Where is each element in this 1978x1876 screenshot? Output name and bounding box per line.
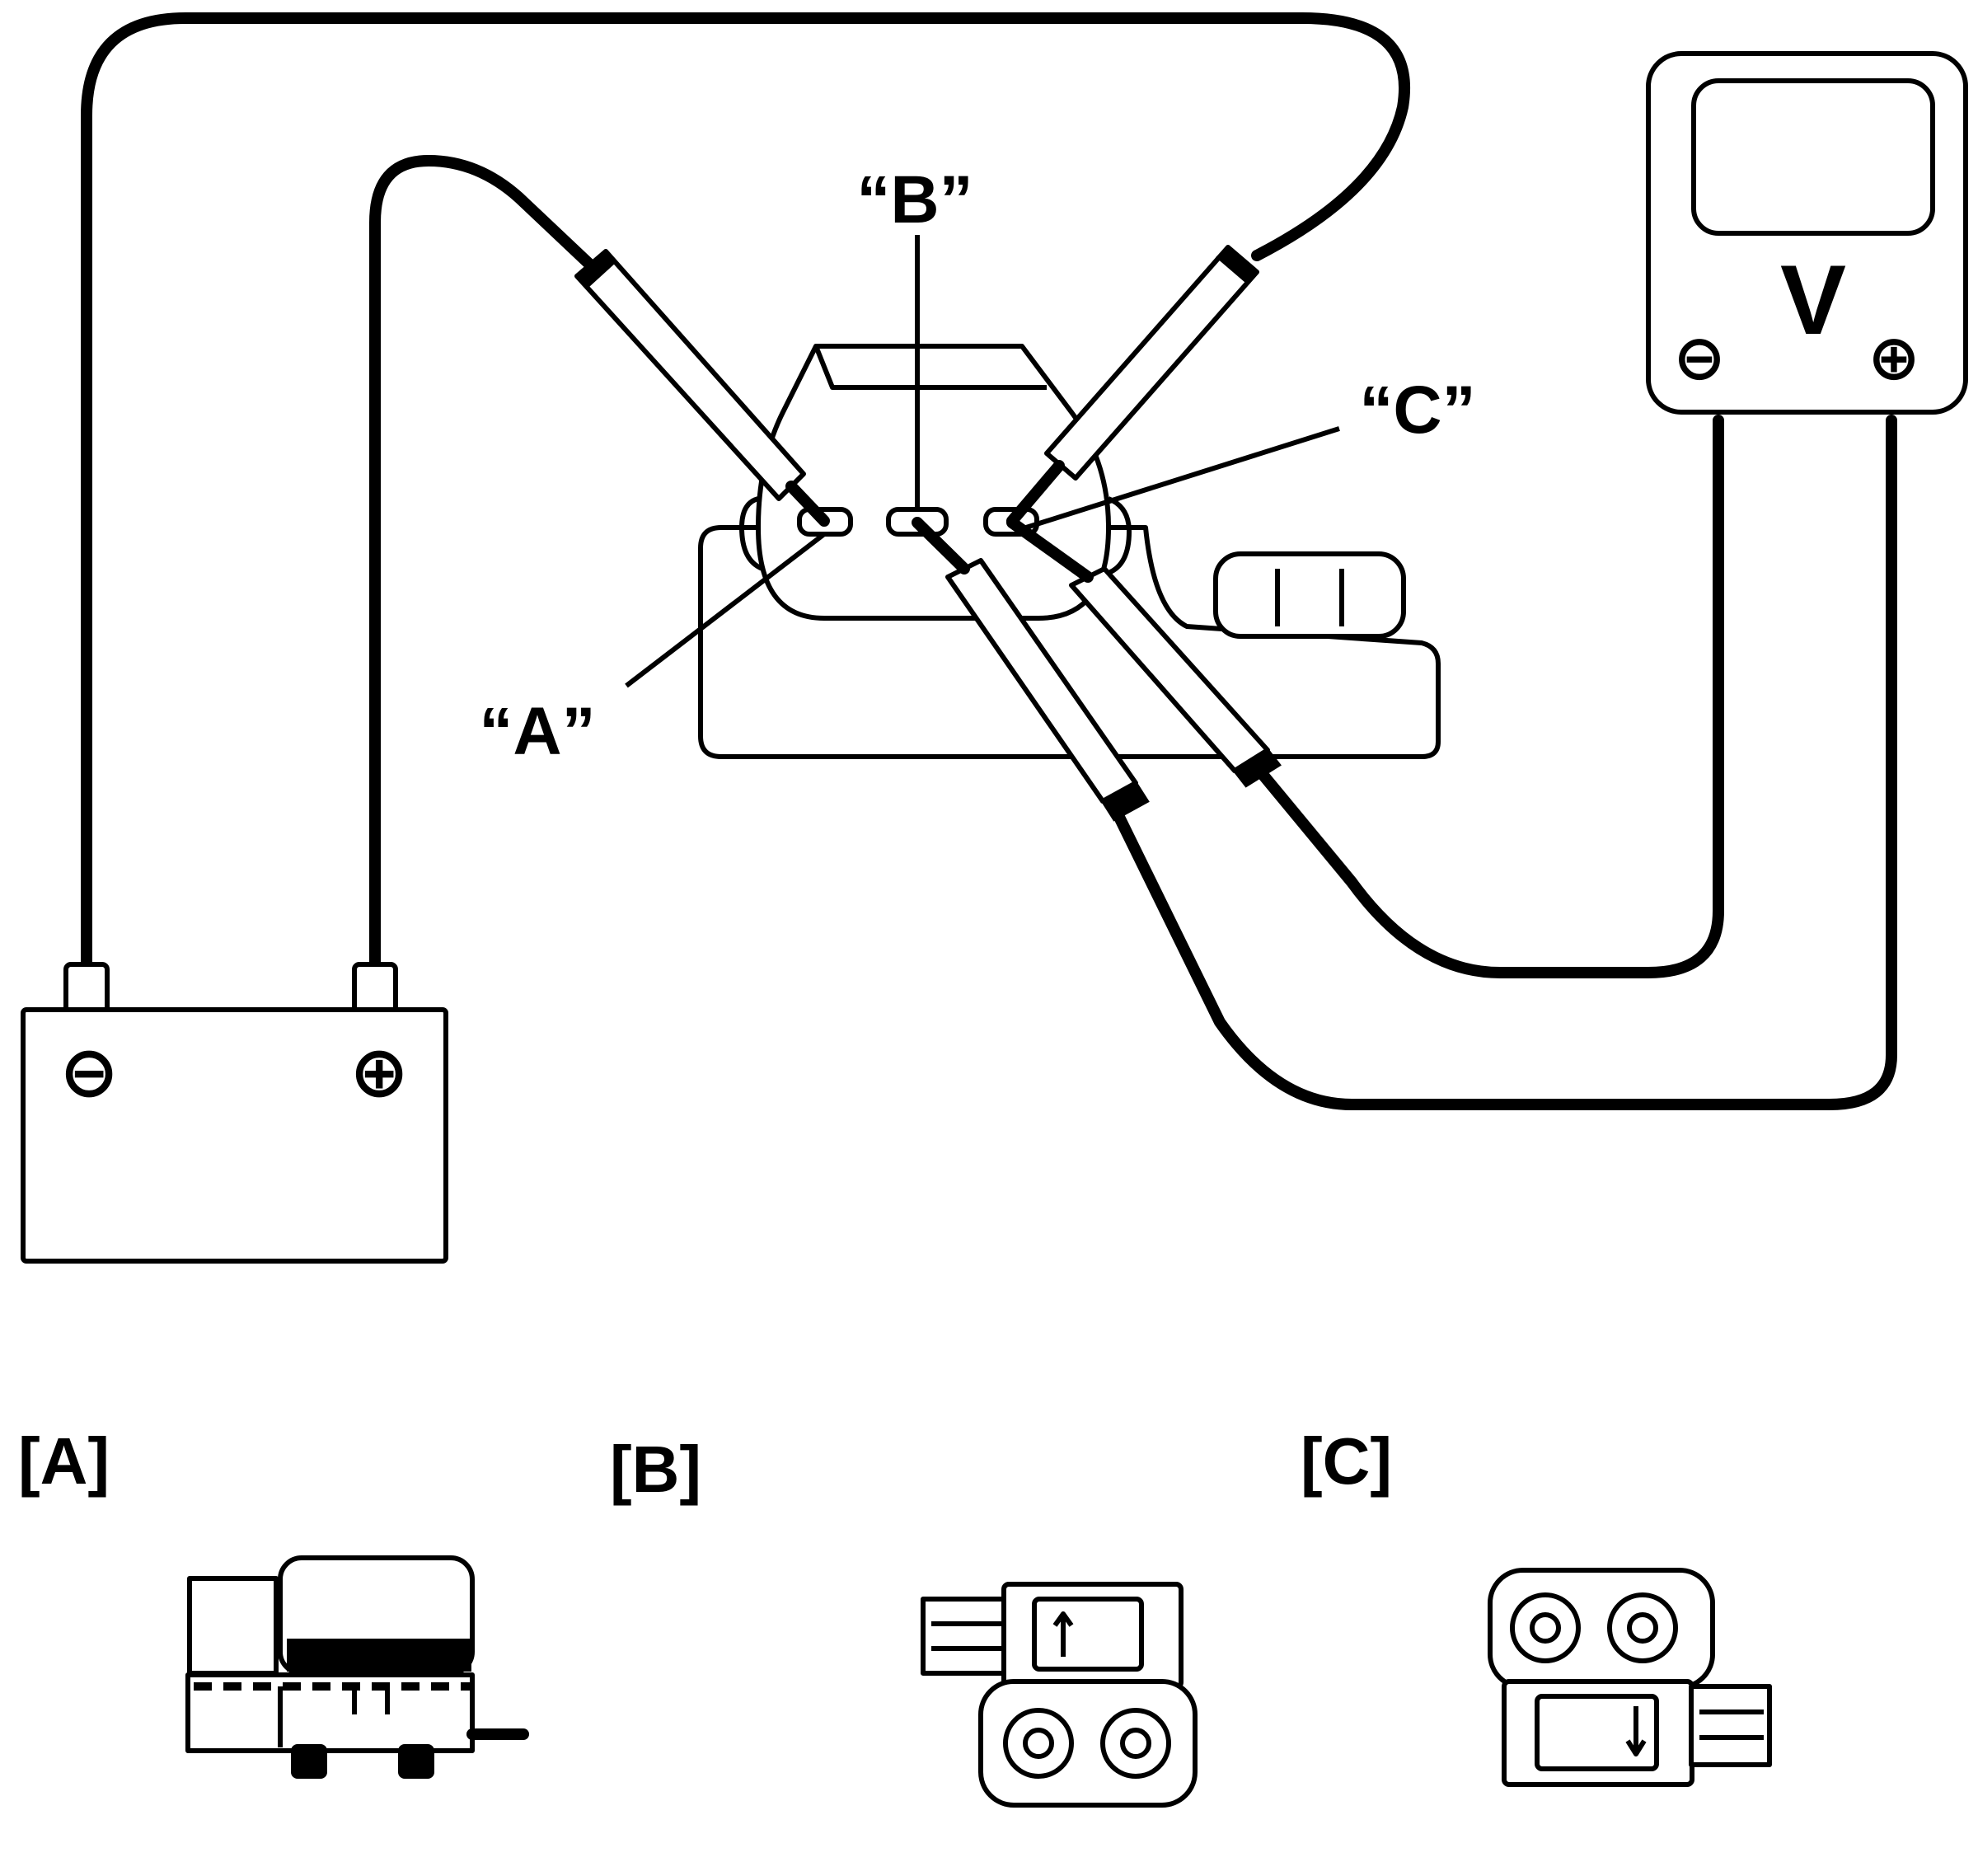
component-ear-left <box>739 496 764 571</box>
battery-positive-symbol: ⊕ <box>349 1031 409 1114</box>
wire-battery-positive <box>369 155 599 974</box>
component-ear-right <box>1107 496 1132 575</box>
probe-upper-right <box>1006 245 1259 527</box>
view-c-bottom-drawing <box>1488 1568 1772 1787</box>
component-housing <box>756 344 1111 621</box>
leader-a <box>625 532 826 688</box>
view-label-a: [A] <box>18 1424 110 1498</box>
view-label-c: [C] <box>1301 1424 1392 1498</box>
probe-upper-left <box>574 249 830 527</box>
label-terminal-b: “B” <box>856 162 973 237</box>
battery-post-negative <box>63 962 110 1016</box>
callouts: “A” “B” “C” <box>479 162 1475 769</box>
voltmeter: V ⊖ ⊕ <box>1646 51 1968 415</box>
voltmeter-negative-symbol: ⊖ <box>1673 321 1726 394</box>
voltmeter-display <box>1691 78 1935 236</box>
leader-c <box>1025 426 1340 530</box>
wire-voltmeter-positive <box>1107 415 1897 1110</box>
component-housing-ridge <box>813 345 1047 390</box>
probe-lower-right <box>1006 517 1282 788</box>
view-label-b: [B] <box>610 1433 701 1506</box>
battery-body <box>21 1007 448 1264</box>
wire-battery-negative <box>81 12 1410 974</box>
nut-block <box>1213 551 1406 639</box>
wire-voltmeter-negative <box>1247 415 1724 978</box>
battery-post-positive <box>352 962 398 1016</box>
wires <box>81 12 1897 1110</box>
battery-negative-symbol: ⊖ <box>59 1031 119 1114</box>
voltmeter-symbol: V <box>1780 245 1846 355</box>
view-a-side-drawing <box>185 1555 529 1779</box>
view-labels: [A] [B] [C] <box>18 1424 1392 1506</box>
voltmeter-positive-symbol: ⊕ <box>1868 321 1920 394</box>
view-b-top-drawing <box>921 1582 1198 1808</box>
label-terminal-a: “A” <box>479 694 595 769</box>
probe-lower-left <box>912 517 1150 822</box>
label-terminal-c: “C” <box>1359 373 1475 448</box>
probes <box>574 245 1282 822</box>
battery: ⊖ ⊕ <box>21 962 448 1264</box>
